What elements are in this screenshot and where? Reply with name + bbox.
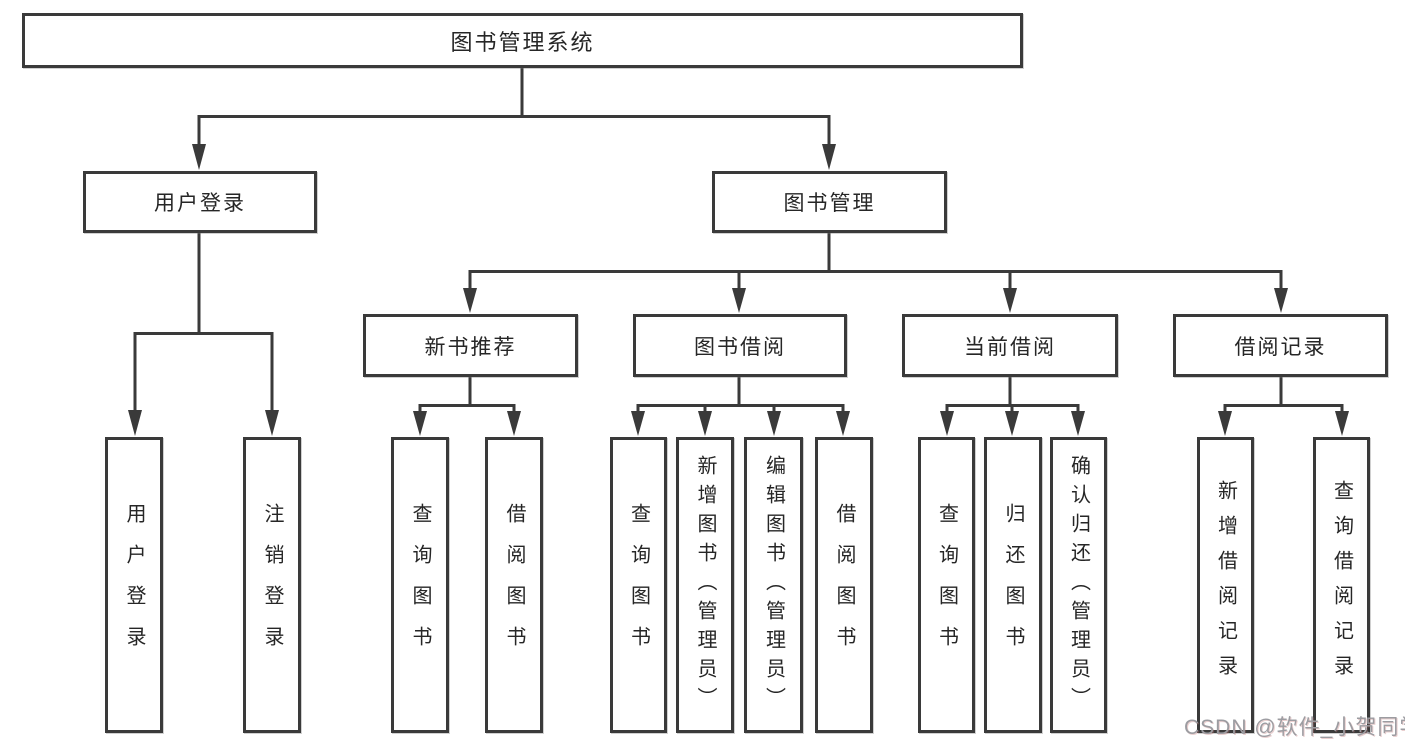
leaf-borrow-edit-admin: 编辑图书（管理员）: [744, 437, 803, 733]
node-user-login-label: 用户登录: [154, 192, 246, 215]
node-book-borrow: 图书借阅: [633, 314, 847, 377]
node-new-book-recommend-label: 新书推荐: [424, 335, 517, 359]
leaf-current-return: 归还图书: [984, 437, 1042, 733]
node-book-management: 图书管理: [712, 171, 947, 233]
node-current-borrow-label: 当前借阅: [964, 335, 1056, 359]
leaf-current-query: 查询图书: [918, 437, 975, 733]
leaf-borrow-add-admin-label: 新增图书（管理员）: [694, 454, 716, 716]
leaf-newbook-borrow: 借阅图书: [485, 437, 543, 733]
leaf-borrow-query: 查询图书: [610, 437, 667, 733]
leaf-borrow-book-label: 借阅图书: [833, 503, 855, 667]
leaf-current-query-label: 查询图书: [935, 503, 958, 667]
leaf-user-login-label: 用户登录: [123, 503, 145, 667]
leaf-logout: 注销登录: [243, 437, 301, 733]
leaf-record-query: 查询借阅记录: [1313, 437, 1370, 733]
leaf-newbook-query-label: 查询图书: [409, 503, 431, 667]
node-borrow-record-label: 借阅记录: [1234, 335, 1327, 359]
node-book-management-label: 图书管理: [783, 192, 876, 215]
node-new-book-recommend: 新书推荐: [363, 314, 578, 377]
leaf-current-return-label: 归还图书: [1002, 503, 1024, 667]
leaf-borrow-query-label: 查询图书: [627, 503, 650, 667]
node-root-label: 图书管理系统: [450, 29, 595, 55]
node-user-login: 用户登录: [83, 171, 317, 233]
leaf-user-login: 用户登录: [105, 437, 163, 733]
leaf-record-query-label: 查询借阅记录: [1330, 480, 1353, 690]
leaf-borrow-edit-admin-label: 编辑图书（管理员）: [762, 454, 785, 716]
leaf-current-confirm-admin: 确认归还（管理员）: [1050, 437, 1107, 733]
leaf-newbook-query: 查询图书: [391, 437, 449, 733]
leaf-record-add-label: 新增借阅记录: [1214, 480, 1237, 690]
leaf-borrow-book: 借阅图书: [815, 437, 873, 733]
node-book-borrow-label: 图书借阅: [694, 335, 786, 359]
node-borrow-record: 借阅记录: [1173, 314, 1388, 377]
csdn-watermark: CSDN @软件_小贺同学: [1184, 716, 1405, 739]
leaf-newbook-borrow-label: 借阅图书: [503, 503, 525, 667]
node-root-system: 图书管理系统: [22, 13, 1023, 68]
leaf-borrow-add-admin: 新增图书（管理员）: [676, 437, 734, 733]
leaf-current-confirm-admin-label: 确认归还（管理员）: [1067, 454, 1090, 716]
leaf-logout-label: 注销登录: [261, 503, 283, 667]
leaf-record-add: 新增借阅记录: [1197, 437, 1254, 733]
node-current-borrow: 当前借阅: [902, 314, 1118, 377]
